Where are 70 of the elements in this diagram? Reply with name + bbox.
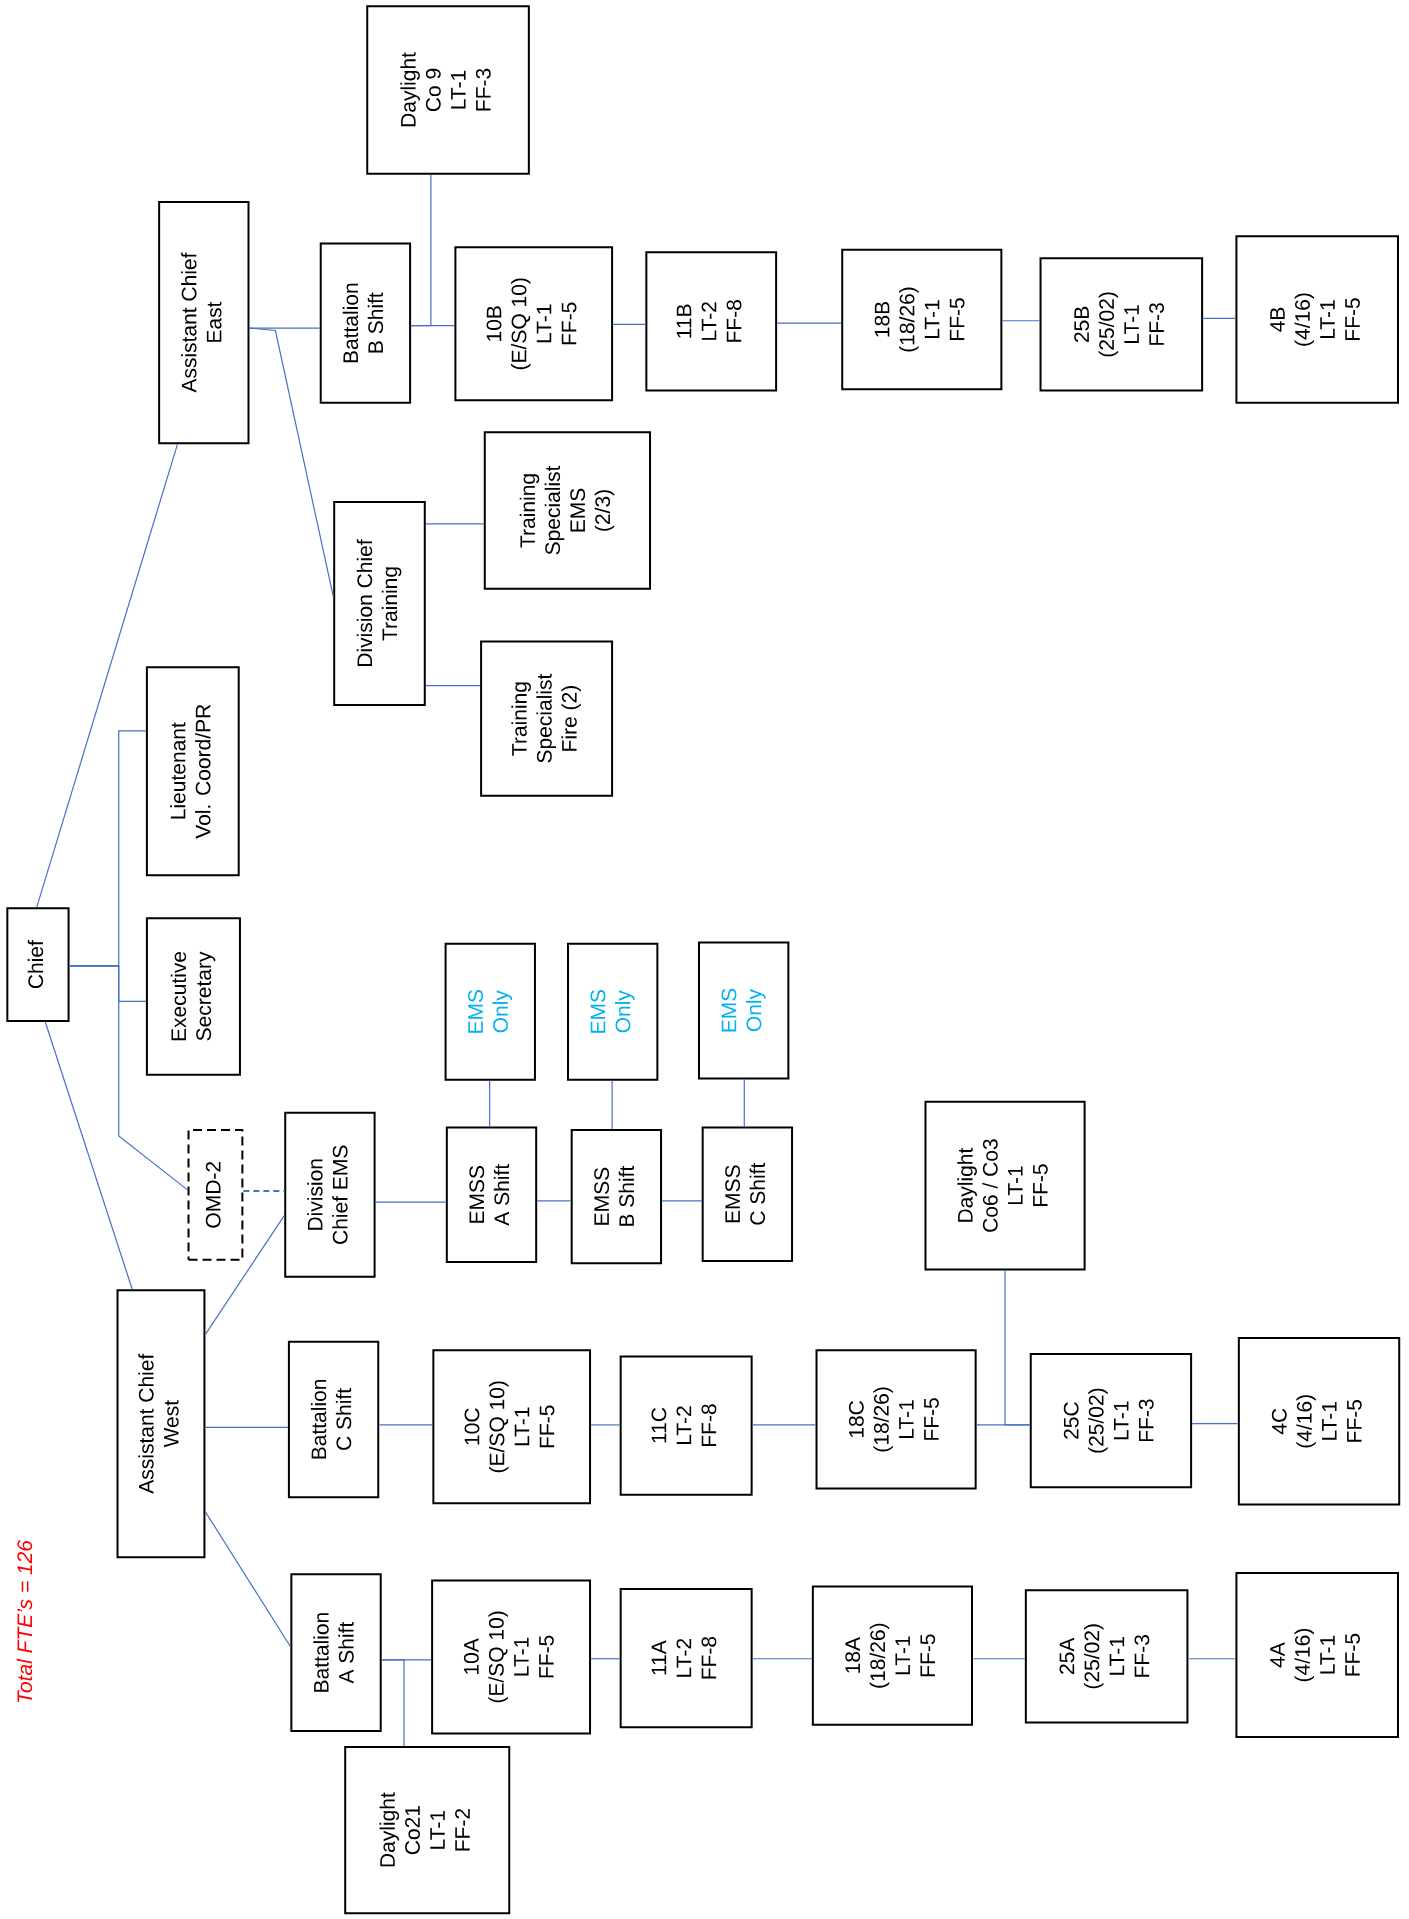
position-box: Chief [6, 907, 70, 1022]
position-box: Assistant Chief East [158, 201, 250, 445]
position-box: 10C (E/SQ 10) LT-1 FF-5 [432, 1349, 592, 1505]
position-box: EMSS A Shift [445, 1126, 538, 1264]
connector-line [590, 1424, 621, 1426]
position-box: Division Chief Training [333, 500, 426, 707]
position-box: EMSS C Shift [701, 1126, 794, 1262]
connector-line [242, 1190, 286, 1193]
connector-line [204, 1426, 289, 1428]
position-box: EMS Only [444, 942, 536, 1081]
connector-line [776, 322, 842, 324]
position-box: Executive Secretary [145, 917, 241, 1076]
position-box: 18C (18/26) LT-1 FF-5 [815, 1349, 977, 1490]
position-box: 11C LT-2 FF-8 [619, 1355, 753, 1496]
connector-line [743, 1078, 745, 1128]
position-box: Training Specialist EMS (2/3) [483, 431, 652, 590]
connector-line [410, 325, 455, 327]
connector-line [425, 684, 481, 687]
connector-line [752, 1424, 817, 1426]
position-box: Battalion A Shift [290, 1573, 382, 1732]
connector-line [381, 1659, 405, 1747]
position-box: EMS Only [698, 941, 790, 1080]
position-box: Daylight Co21 LT-1 FF-2 [344, 1745, 511, 1915]
connector-line [1202, 317, 1236, 319]
position-box: Battalion C Shift [287, 1340, 380, 1499]
position-box: Training Specialist Fire (2) [480, 640, 614, 797]
connector-line [752, 1658, 813, 1660]
connector-line [375, 1201, 447, 1203]
position-box: 11A LT-2 FF-8 [619, 1587, 753, 1729]
position-box: 10A (E/SQ 10) LT-1 FF-5 [431, 1579, 592, 1735]
position-box: Lieutenant Vol. Coord/PR [145, 666, 240, 877]
connector-line [661, 1200, 703, 1202]
connector-line [204, 1511, 291, 1648]
connector-line [489, 1080, 491, 1128]
connector-line [204, 1215, 285, 1335]
connector-line [378, 1424, 433, 1426]
position-box: 18B (18/26) LT-1 FF-5 [841, 248, 1003, 391]
connector-line [1187, 1658, 1236, 1660]
connector-line [611, 1080, 613, 1130]
connector-line [1004, 1269, 1031, 1426]
position-box: Division Chief EMS [284, 1111, 376, 1278]
connector-line [612, 323, 646, 325]
connector-line [536, 1200, 572, 1202]
connector-line [1191, 1423, 1239, 1425]
position-box: Daylight Co 9 LT-1 FF-3 [366, 5, 530, 175]
position-box: 4C (4/16) LT-1 FF-5 [1237, 1337, 1401, 1506]
connector-line [44, 1021, 133, 1290]
total-note: Total FTE’s = 126 [16, 1540, 33, 1703]
position-box: EMS Only [567, 942, 659, 1081]
position-box: EMSS B Shift [570, 1128, 663, 1265]
connector-line [590, 1658, 621, 1660]
position-box: 25B (25/02) LT-1 FF-3 [1039, 257, 1204, 392]
position-box: 11B LT-2 FF-8 [645, 251, 778, 392]
connector-line [248, 327, 321, 329]
position-box: 25A (25/02) LT-1 FF-3 [1024, 1589, 1189, 1724]
position-box: 4B (4/16) LT-1 FF-5 [1235, 235, 1399, 404]
position-box: 10B (E/SQ 10) LT-1 FF-5 [454, 246, 614, 402]
position-box: 18A (18/26) LT-1 FF-5 [811, 1585, 973, 1726]
connector-line [68, 965, 189, 1191]
connector-line [248, 327, 334, 597]
position-box: 4A (4/16) LT-1 FF-5 [1235, 1572, 1399, 1739]
position-box: Daylight Co6 / Co3 LT-1 FF-5 [924, 1100, 1086, 1271]
connector-line [1001, 320, 1041, 322]
position-box: 25C (25/02) LT-1 FF-3 [1029, 1352, 1193, 1489]
connector-line [36, 443, 179, 908]
connector-line [972, 1658, 1026, 1660]
position-box: OMD-2 [187, 1128, 244, 1261]
connector-line [425, 523, 485, 525]
position-box: Assistant Chief West [116, 1289, 206, 1559]
position-box: Battalion B Shift [319, 242, 412, 404]
